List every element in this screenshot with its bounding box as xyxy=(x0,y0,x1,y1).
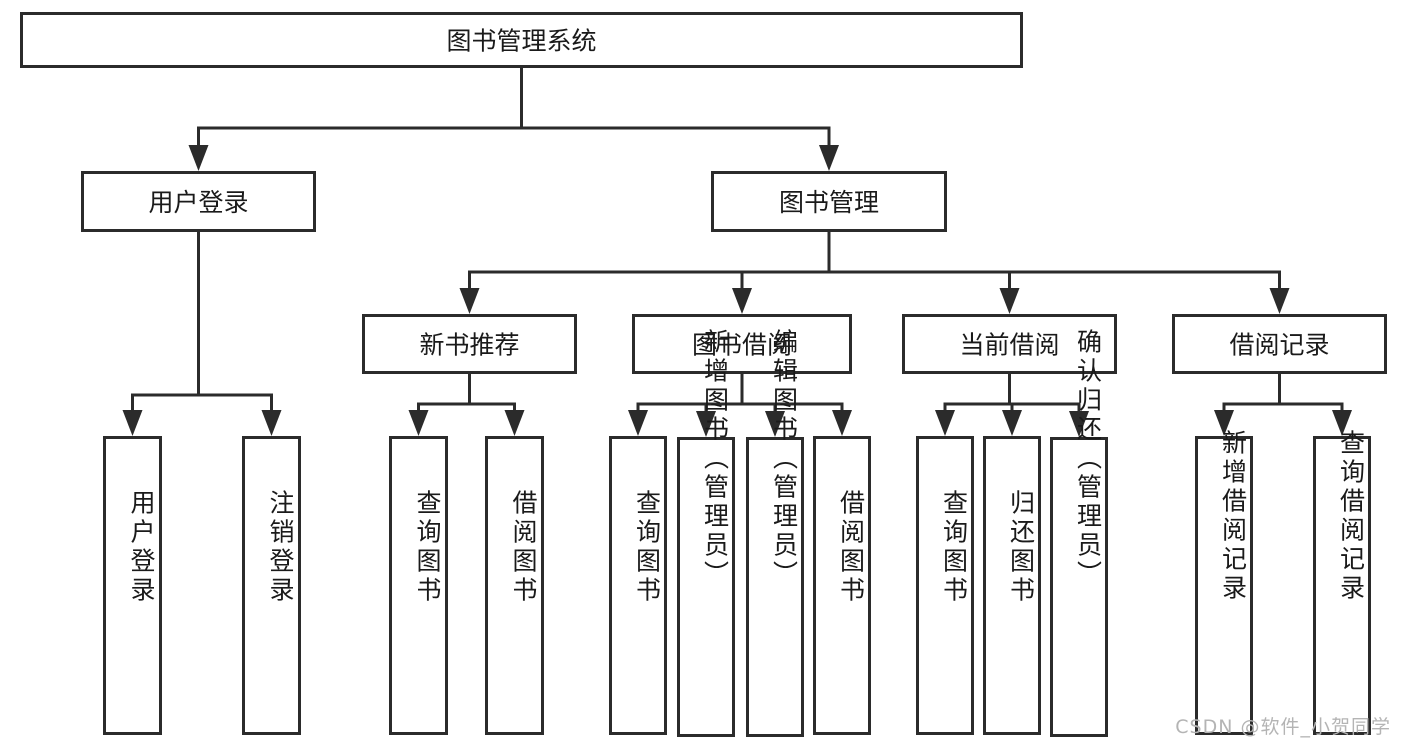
node-leaf-nb-borrow[interactable]: 借阅图书 xyxy=(485,436,544,735)
node-layer: 图书管理系统用户登录图书管理新书推荐图书借阅当前借阅借阅记录用户登录注销登录查询… xyxy=(20,12,1387,737)
connector-group-root xyxy=(188,66,839,171)
node-leaf-rec-add[interactable]: 新增借阅记录 xyxy=(1195,430,1253,735)
connector-group-l2_book xyxy=(459,230,1290,314)
node-label: 新书推荐 xyxy=(419,331,519,360)
node-l2-book[interactable]: 图书管理 xyxy=(711,171,947,232)
arrow-head-icon xyxy=(188,145,209,171)
node-box xyxy=(1172,314,1387,374)
node-box xyxy=(609,436,667,735)
arrow-head-icon xyxy=(819,145,839,171)
node-leaf-user-login[interactable]: 用户登录 xyxy=(103,436,162,735)
node-box xyxy=(983,436,1041,735)
connector-group-l3_current xyxy=(935,372,1089,437)
arrow-head-icon xyxy=(732,288,752,314)
arrow-head-icon xyxy=(408,410,429,436)
arrow-head-icon xyxy=(1332,410,1352,436)
node-box xyxy=(362,314,577,374)
node-box xyxy=(1313,436,1371,735)
node-label: 借阅记录 xyxy=(1229,331,1329,360)
node-box xyxy=(389,436,448,735)
arrow-head-icon xyxy=(1002,410,1022,436)
node-label: 新增借阅记录 xyxy=(1219,430,1248,604)
arrow-head-icon xyxy=(504,410,525,436)
node-box xyxy=(1195,436,1253,735)
connector-group-l3_record xyxy=(1214,372,1352,436)
connector-layer xyxy=(122,66,1352,437)
node-label: 图书借阅 xyxy=(692,331,792,360)
arrow-head-icon xyxy=(261,410,282,436)
arrow-head-icon xyxy=(696,411,716,437)
node-label: 查询图书 xyxy=(413,490,442,606)
node-box xyxy=(242,436,301,735)
arrow-head-icon xyxy=(1069,411,1089,437)
node-label: 新增图书（管理员） xyxy=(701,329,730,590)
node-l3-newbook[interactable]: 新书推荐 xyxy=(362,314,577,374)
node-label: 用户登录 xyxy=(148,188,248,217)
node-leaf-bl-query[interactable]: 查询图书 xyxy=(609,436,667,735)
node-label: 借阅图书 xyxy=(837,490,866,606)
node-label: 查询图书 xyxy=(940,490,969,606)
node-l2-user[interactable]: 用户登录 xyxy=(81,171,316,232)
arrow-head-icon xyxy=(765,411,785,437)
node-label: 图书管理系统 xyxy=(446,27,596,56)
node-l3-borrow[interactable]: 图书借阅 xyxy=(632,314,852,374)
node-box xyxy=(103,436,162,735)
node-leaf-user-logout[interactable]: 注销登录 xyxy=(242,436,301,735)
node-box xyxy=(902,314,1117,374)
node-box xyxy=(916,436,974,735)
arrow-head-icon xyxy=(999,288,1020,314)
node-box xyxy=(813,436,871,735)
node-box xyxy=(746,437,804,737)
node-leaf-cur-return[interactable]: 归还图书 xyxy=(983,436,1041,735)
node-box xyxy=(1050,437,1108,737)
arrow-head-icon xyxy=(122,410,143,436)
arrow-head-icon xyxy=(628,410,648,436)
arrow-head-icon xyxy=(1269,288,1290,314)
node-label: 借阅图书 xyxy=(509,490,538,606)
node-l3-record[interactable]: 借阅记录 xyxy=(1172,314,1387,374)
node-leaf-bl-add[interactable]: 新增图书（管理员） xyxy=(677,329,735,737)
node-label: 查询图书 xyxy=(633,490,662,606)
node-label: 注销登录 xyxy=(266,490,295,606)
node-label: 用户登录 xyxy=(127,490,156,606)
node-leaf-bl-edit[interactable]: 编辑图书（管理员） xyxy=(746,329,804,737)
arrow-head-icon xyxy=(935,410,955,436)
node-label: 编辑图书（管理员） xyxy=(770,329,799,590)
connector-group-l3_newbook xyxy=(408,372,525,436)
node-label: 图书管理 xyxy=(779,188,879,217)
arrow-head-icon xyxy=(832,410,852,436)
node-leaf-bl-borrow[interactable]: 借阅图书 xyxy=(813,436,871,735)
node-leaf-cur-query[interactable]: 查询图书 xyxy=(916,436,974,735)
node-label: 当前借阅 xyxy=(959,331,1059,360)
connector-group-l3_borrow xyxy=(628,372,852,437)
arrow-head-icon xyxy=(459,288,480,314)
node-leaf-nb-query[interactable]: 查询图书 xyxy=(389,436,448,735)
node-label: 归还图书 xyxy=(1007,490,1036,606)
node-box xyxy=(677,437,735,737)
node-box xyxy=(81,171,316,232)
node-root[interactable]: 图书管理系统 xyxy=(20,12,1023,68)
node-box xyxy=(711,171,947,232)
node-label: 查询借阅记录 xyxy=(1337,430,1366,604)
node-label: 确认归还（管理员） xyxy=(1074,329,1103,590)
node-leaf-cur-confirm[interactable]: 确认归还（管理员） xyxy=(1050,329,1108,737)
node-box xyxy=(485,436,544,735)
connector-group-l2_user xyxy=(122,230,282,436)
node-box xyxy=(20,12,1023,68)
node-leaf-rec-query[interactable]: 查询借阅记录 xyxy=(1313,430,1371,735)
node-l3-current[interactable]: 当前借阅 xyxy=(902,314,1117,374)
node-box xyxy=(632,314,852,374)
arrow-head-icon xyxy=(1214,410,1234,436)
